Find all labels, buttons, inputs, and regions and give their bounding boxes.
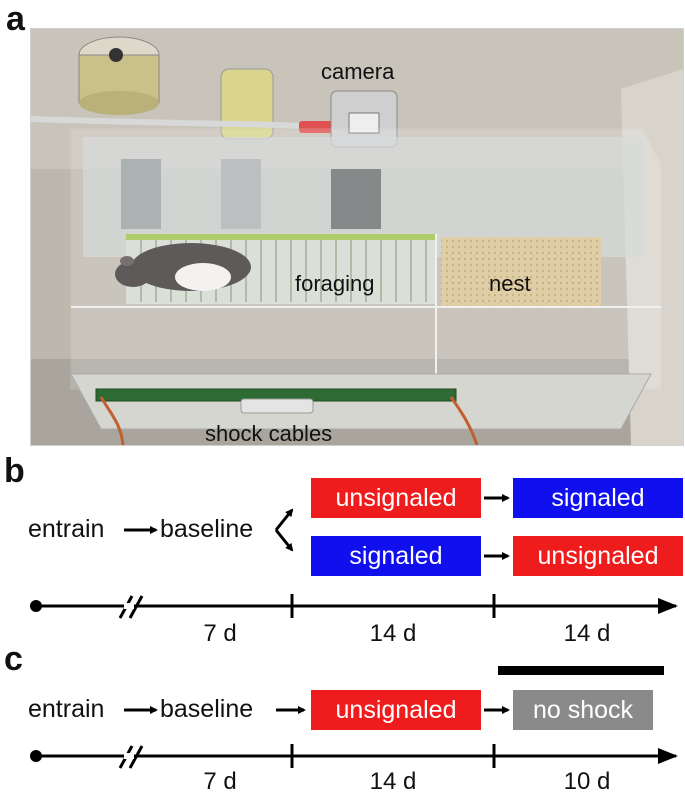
c-no-shock-box: no shock [513, 690, 653, 730]
c-duration-2: 14 d [369, 768, 417, 795]
panel-letter-c: c [4, 640, 23, 678]
c-step-baseline: baseline [160, 695, 254, 723]
panel-letter-b: b [4, 452, 25, 490]
c-duration-1: 7 d [203, 768, 237, 795]
apparatus-illustration [31, 29, 683, 445]
b-fork-down [274, 529, 294, 552]
b-lower-phase1-box: signaled [311, 536, 481, 576]
b-duration-2: 14 d [369, 620, 417, 647]
b-duration-3: 14 d [563, 620, 611, 647]
b-lower-phase2-box: unsignaled [513, 536, 683, 576]
c-step-entrain: entrain [28, 695, 105, 723]
c-break-2 [128, 745, 144, 769]
nest-label: nest [489, 271, 531, 296]
b-duration-1: 7 d [203, 620, 237, 647]
b-break-2 [128, 595, 144, 619]
panel-letter-a: a [6, 0, 25, 38]
apparatus-photo: camera foraging nest shock cables [30, 28, 684, 446]
b-upper-phase2-box: signaled [513, 478, 683, 518]
shock-cables-label: shock cables [205, 421, 333, 446]
c-duration-3: 10 d [563, 768, 611, 795]
c-phase-box: unsignaled [311, 690, 481, 730]
b-step-entrain: entrain [28, 515, 105, 543]
camera-label: camera [321, 59, 395, 84]
b-upper-phase1-box: unsignaled [311, 478, 481, 518]
foraging-label: foraging [295, 271, 375, 296]
b-step-baseline: baseline [160, 515, 254, 543]
b-fork-up [274, 508, 294, 531]
c-black-bar [498, 666, 664, 675]
